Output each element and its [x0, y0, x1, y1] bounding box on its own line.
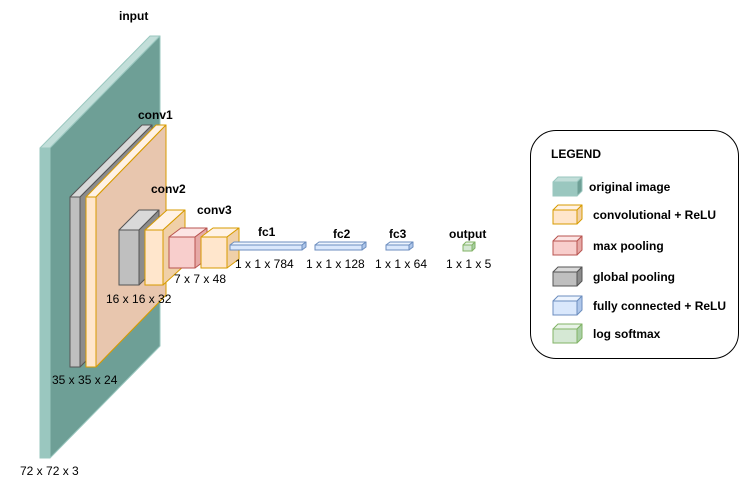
fc1-block-front [229, 244, 303, 251]
legend-swatch-cube-front [552, 300, 578, 316]
label-conv2: conv2 [151, 182, 186, 196]
conv3-conv-block-front [200, 236, 228, 269]
conv1-gray-slab-front [69, 196, 81, 368]
legend-swatch-original-image [552, 176, 583, 197]
conv2-gray-block-front [118, 229, 140, 286]
legend-swatch-cube [552, 235, 583, 256]
shape-fc2: 1 x 1 x 128 [306, 257, 365, 271]
output-block [462, 241, 476, 252]
legend-swatch-log-softmax [552, 323, 583, 344]
fc3-block [385, 241, 414, 251]
shape-fc3: 1 x 1 x 64 [375, 257, 428, 271]
label-conv1: conv1 [138, 108, 173, 122]
input-layer-front [39, 147, 51, 459]
legend-swatch-max-pooling [552, 235, 583, 256]
label-output: output [449, 227, 487, 241]
legend-swatch-cube [552, 266, 583, 287]
legend-swatch-cube-front [552, 181, 578, 197]
legend-swatch-cube-front [552, 271, 578, 287]
legend-swatch-cube [552, 323, 583, 344]
shape-conv1: 35 x 35 x 24 [52, 373, 118, 387]
legend-title: LEGEND [551, 147, 602, 161]
shape-output: 1 x 1 x 5 [446, 257, 492, 271]
label-input: input [119, 9, 149, 23]
shape-conv3: 7 x 7 x 48 [174, 272, 227, 286]
label-fc2: fc2 [333, 227, 351, 241]
fc3-block-front [385, 244, 410, 251]
legend-label: original image [589, 180, 671, 194]
legend-swatch-cube [552, 295, 583, 316]
legend-swatch-cube-front [552, 240, 578, 256]
legend-swatch-cube-front [552, 209, 578, 225]
legend-swatch-cube [552, 176, 583, 197]
output-block-front [462, 244, 473, 252]
legend-label: fully connected + ReLU [593, 299, 727, 313]
legend-label: convolutional + ReLU [593, 208, 717, 222]
conv2-conv-block-front [144, 229, 164, 286]
legend-label: log softmax [593, 327, 661, 341]
legend-swatch-fully-connected [552, 295, 583, 316]
conv1-conv-slab-front [85, 196, 97, 368]
fc2-block-front [314, 244, 363, 251]
legend-swatch-cube [552, 204, 583, 225]
legend-box: LEGEND original image convolutional + Re… [530, 130, 739, 359]
legend-label: max pooling [593, 239, 664, 253]
label-conv3: conv3 [197, 203, 232, 217]
legend-swatch-convolutional [552, 204, 583, 225]
shape-conv2: 16 x 16 x 32 [106, 292, 172, 306]
fc1-block [229, 241, 307, 251]
legend-swatch-global-pooling [552, 266, 583, 287]
shape-input: 72 x 72 x 3 [20, 464, 79, 478]
legend-swatch-cube-front [552, 328, 578, 344]
conv3-pool-block-front [168, 236, 196, 269]
label-fc1: fc1 [258, 225, 276, 239]
shape-fc1: 1 x 1 x 784 [235, 257, 294, 271]
fc2-block [314, 241, 367, 251]
label-fc3: fc3 [389, 227, 407, 241]
legend-label: global pooling [593, 270, 675, 284]
